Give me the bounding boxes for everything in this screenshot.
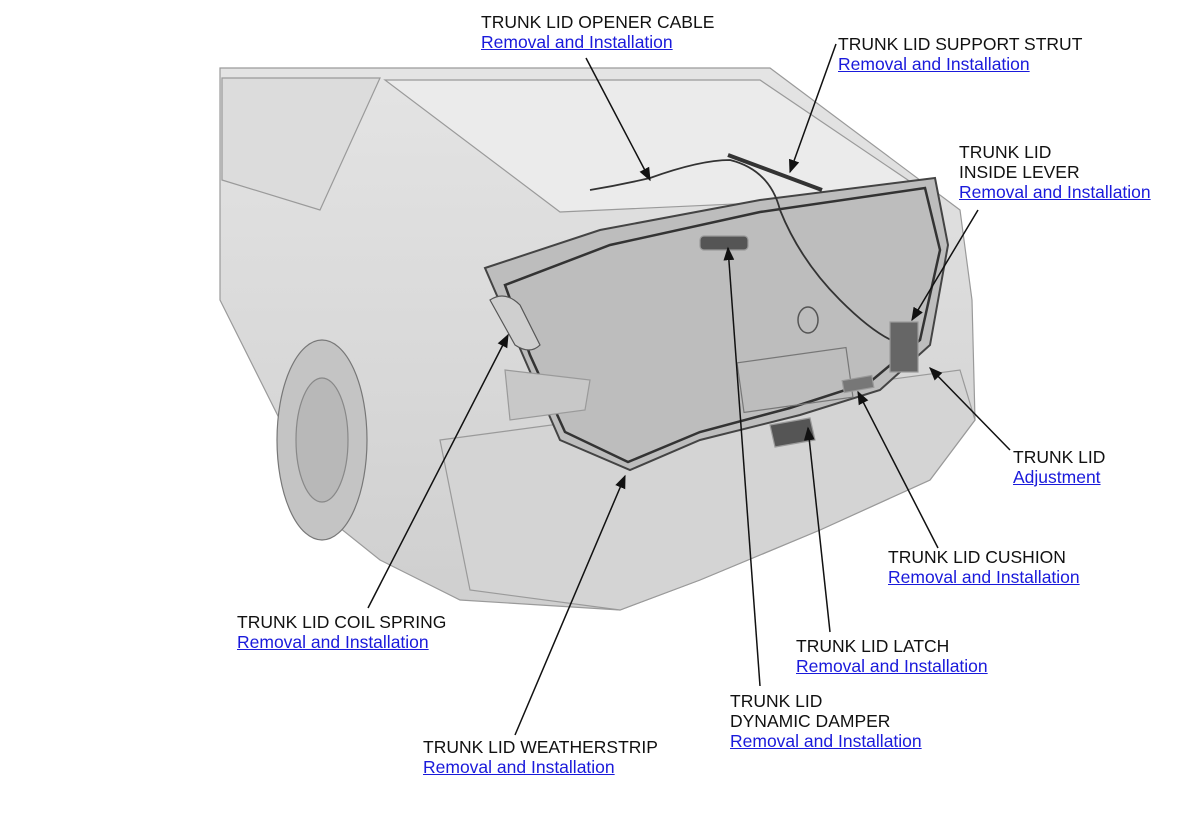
leader-dynamic-damper: [723, 246, 761, 687]
latch-block: [769, 417, 816, 448]
latch-title: TRUNK LID LATCH: [796, 636, 950, 656]
callout-coil-spring: TRUNK LID COIL SPRING Removal and Instal…: [237, 612, 446, 652]
inside-lever-title-1: TRUNK LID: [959, 142, 1052, 162]
callout-latch: TRUNK LID LATCH Removal and Installation: [796, 636, 988, 676]
inside-lever-block: [889, 321, 919, 373]
callout-inside-lever: TRUNK LID INSIDE LEVER Removal and Insta…: [959, 142, 1151, 202]
leader-lines: [367, 43, 1011, 736]
leader-cushion: [857, 390, 939, 549]
support-strut-shape: [727, 153, 823, 192]
dynamic-damper-link[interactable]: Removal and Installation: [730, 731, 922, 751]
callout-trunk-lid: TRUNK LID Adjustment: [1013, 447, 1105, 487]
callout-cushion: TRUNK LID CUSHION Removal and Installati…: [888, 547, 1080, 587]
leader-latch: [803, 426, 831, 633]
coil-spring-link[interactable]: Removal and Installation: [237, 632, 429, 652]
trunk-lid-panel: [483, 176, 950, 472]
cushion-block: [841, 374, 875, 394]
dynamic-damper-title-1: TRUNK LID: [730, 691, 823, 711]
support-strut-link[interactable]: Removal and Installation: [838, 54, 1030, 74]
cushion-link[interactable]: Removal and Installation: [888, 567, 1080, 587]
license-plate-area: [736, 346, 854, 414]
trunk-lid-adjustment-link[interactable]: Adjustment: [1013, 467, 1101, 487]
rear-wheel-hub: [295, 377, 349, 503]
callout-dynamic-damper: TRUNK LID DYNAMIC DAMPER Removal and Ins…: [730, 691, 922, 751]
trunk-handle: [699, 235, 749, 251]
leader-inside-lever: [911, 209, 979, 322]
callout-weatherstrip: TRUNK LID WEATHERSTRIP Removal and Insta…: [423, 737, 658, 777]
leader-support-strut: [789, 43, 837, 174]
support-strut-title: TRUNK LID SUPPORT STRUT: [838, 34, 1083, 54]
leader-trunk-lid: [929, 367, 1011, 451]
inside-lever-link[interactable]: Removal and Installation: [959, 182, 1151, 202]
latch-link[interactable]: Removal and Installation: [796, 656, 988, 676]
dynamic-damper-title-2: DYNAMIC DAMPER: [730, 711, 891, 731]
inside-lever-title-2: INSIDE LEVER: [959, 162, 1080, 182]
callout-support-strut: TRUNK LID SUPPORT STRUT Removal and Inst…: [838, 34, 1082, 74]
car-body: [219, 67, 976, 611]
weatherstrip-title: TRUNK LID WEATHERSTRIP: [423, 737, 658, 757]
leader-weatherstrip: [514, 474, 626, 736]
trunk-badge: [797, 306, 819, 334]
weatherstrip-link[interactable]: Removal and Installation: [423, 757, 615, 777]
callout-opener-cable: TRUNK LID OPENER CABLE Removal and Insta…: [481, 12, 714, 52]
side-windows: [221, 77, 381, 211]
leader-opener-cable: [585, 57, 651, 182]
cushion-title: TRUNK LID CUSHION: [888, 547, 1066, 567]
left-reflector: [504, 369, 591, 421]
opener-cable-title: TRUNK LID OPENER CABLE: [481, 12, 715, 32]
trunk-lid-title: TRUNK LID: [1013, 447, 1106, 467]
opener-cable-link[interactable]: Removal and Installation: [481, 32, 673, 52]
coil-spring-title: TRUNK LID COIL SPRING: [237, 612, 447, 632]
leader-coil-spring: [367, 333, 509, 609]
left-tail-light: [489, 295, 541, 351]
